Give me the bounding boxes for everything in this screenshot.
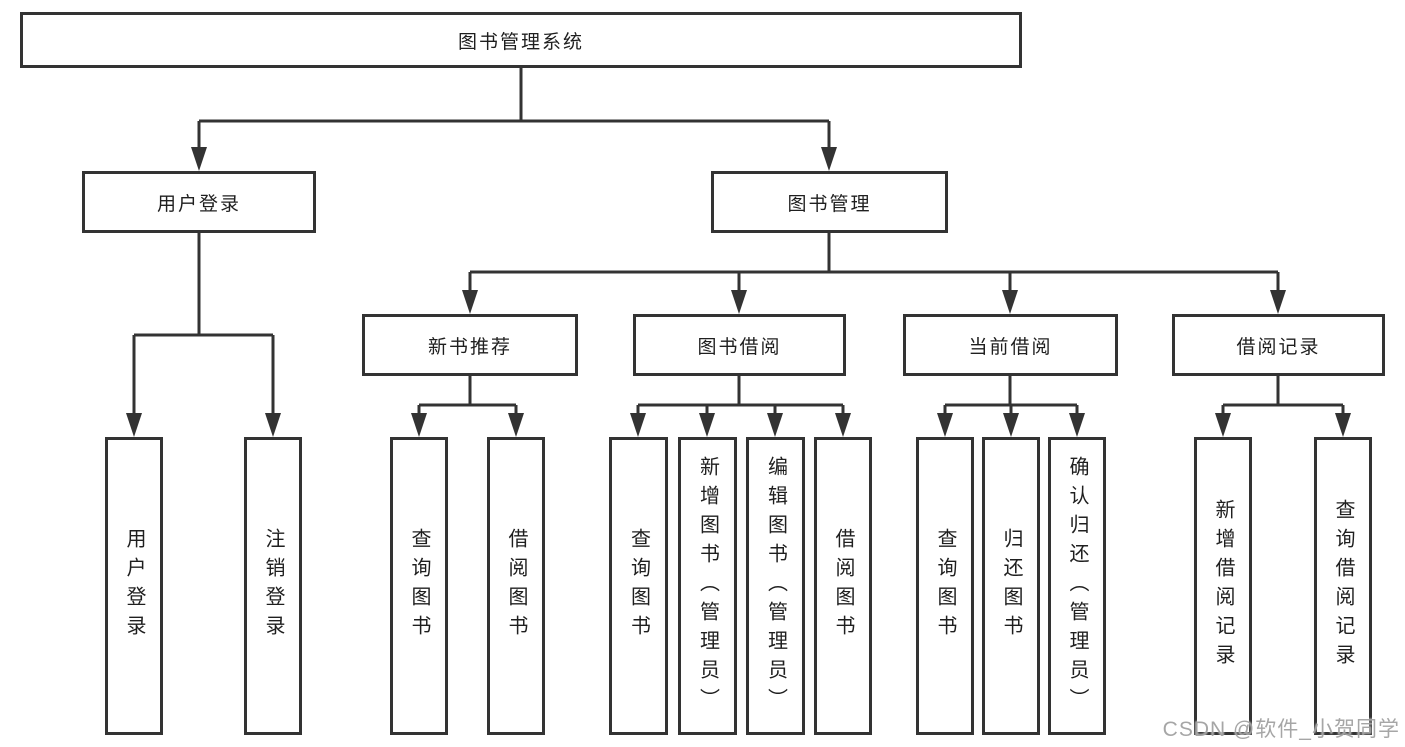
arrowhead-icon	[1069, 413, 1085, 437]
arrowhead-icon	[508, 413, 524, 437]
leaf-user-login: 用户登录	[105, 437, 163, 735]
arrowhead-icon	[1002, 290, 1018, 314]
leaf-edit-books-admin: 编辑图书（管理员）	[746, 437, 805, 735]
node-label: 查询图书	[408, 528, 430, 644]
node-label: 查询借阅记录	[1332, 499, 1354, 673]
node-user-login: 用户登录	[82, 171, 316, 233]
arrowhead-icon	[821, 147, 837, 171]
leaf-query-borrow-record: 查询借阅记录	[1314, 437, 1372, 735]
node-label: 新书推荐	[427, 336, 512, 358]
arrowhead-icon	[767, 413, 783, 437]
arrowhead-icon	[1270, 290, 1286, 314]
node-label: 借阅记录	[1236, 336, 1321, 358]
connector-new-book-to-leaves	[411, 376, 524, 437]
node-label: 新增借阅记录	[1212, 499, 1234, 673]
leaf-borrow-books-recommend: 借阅图书	[487, 437, 545, 735]
connector-current-borrow-to-leaves	[937, 376, 1085, 437]
arrowhead-icon	[1003, 413, 1019, 437]
arrowhead-icon	[1215, 413, 1231, 437]
leaf-add-borrow-record: 新增借阅记录	[1194, 437, 1252, 735]
connector-borrow-records-to-leaves	[1215, 376, 1351, 437]
node-label: 图书管理系统	[457, 31, 584, 53]
connector-root-to-level2	[191, 68, 837, 171]
node-current-borrow: 当前借阅	[903, 314, 1118, 376]
leaf-logout: 注销登录	[244, 437, 302, 735]
arrowhead-icon	[937, 413, 953, 437]
node-label: 查询图书	[934, 528, 956, 644]
node-label: 用户登录	[156, 193, 241, 215]
arrowhead-icon	[462, 290, 478, 314]
connector-book-management-to-level3	[462, 233, 1286, 314]
leaf-confirm-return-admin: 确认归还（管理员）	[1048, 437, 1106, 735]
node-book-borrow: 图书借阅	[633, 314, 846, 376]
leaf-query-books-recommend: 查询图书	[390, 437, 448, 735]
node-label: 当前借阅	[968, 336, 1053, 358]
node-book-management: 图书管理	[711, 171, 948, 233]
node-label: 查询图书	[627, 528, 650, 644]
arrowhead-icon	[126, 413, 142, 437]
arrowhead-icon	[835, 413, 851, 437]
arrowhead-icon	[731, 290, 747, 314]
node-label: 借阅图书	[505, 528, 527, 644]
node-new-book-recommend: 新书推荐	[362, 314, 578, 376]
arrowhead-icon	[191, 147, 207, 171]
node-label: 新增图书（管理员）	[696, 455, 719, 717]
leaf-query-books-borrow: 查询图书	[609, 437, 668, 735]
csdn-watermark: CSDN @软件_小贺同学	[1162, 718, 1400, 741]
arrowhead-icon	[411, 413, 427, 437]
leaf-query-books-current: 查询图书	[916, 437, 974, 735]
leaf-add-books-admin: 新增图书（管理员）	[678, 437, 737, 735]
node-library-management-system: 图书管理系统	[20, 12, 1022, 68]
arrowhead-icon	[630, 413, 646, 437]
leaf-return-books: 归还图书	[982, 437, 1040, 735]
arrowhead-icon	[1335, 413, 1351, 437]
node-label: 编辑图书（管理员）	[764, 455, 787, 717]
node-label: 注销登录	[262, 528, 284, 644]
node-label: 图书借阅	[697, 336, 782, 358]
connector-user-login-to-leaves	[126, 233, 281, 437]
arrowhead-icon	[265, 413, 281, 437]
node-label: 用户登录	[123, 528, 145, 644]
leaf-borrow-books: 借阅图书	[814, 437, 872, 735]
node-label: 图书管理	[787, 193, 872, 215]
connector-book-borrow-to-leaves	[630, 376, 851, 437]
arrowhead-icon	[699, 413, 715, 437]
node-label: 借阅图书	[832, 528, 854, 644]
node-label: 归还图书	[1000, 528, 1022, 644]
node-label: 确认归还（管理员）	[1066, 455, 1088, 717]
node-borrow-records: 借阅记录	[1172, 314, 1385, 376]
